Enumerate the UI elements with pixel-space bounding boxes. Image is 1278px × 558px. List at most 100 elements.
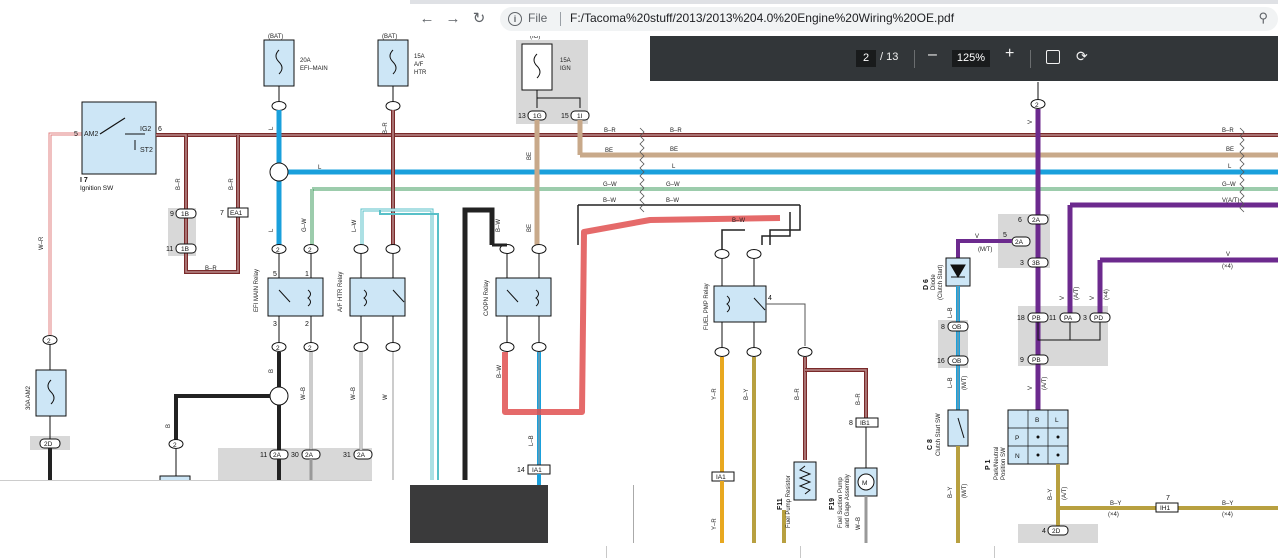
label-x4-1: (×4) <box>1222 264 1233 270</box>
label-br-5: B–R <box>604 128 616 134</box>
conn-ia1-b: IA1 <box>716 474 726 481</box>
efi-relay-conn-1: 2 <box>276 247 280 254</box>
bottom-divider <box>994 546 995 558</box>
pump-name2: and Gage Assembly <box>845 474 851 528</box>
wire-wr <box>48 132 82 335</box>
overlay-divider <box>633 485 634 543</box>
ign-pin5: 5 <box>74 131 78 138</box>
label-l-3: L <box>269 228 275 232</box>
label-by-2: B–Y <box>948 487 954 498</box>
pin-30: 30 <box>291 452 299 459</box>
right-conn-2: 2 <box>1035 102 1039 109</box>
zoom-out-button[interactable]: – <box>928 46 937 63</box>
label-v-2: V <box>975 234 979 240</box>
label-v-4: V <box>1060 296 1066 300</box>
label-w: W <box>383 394 389 400</box>
pin-5-a: 5 <box>1003 232 1007 239</box>
page-number-input[interactable]: 2 <box>856 50 876 67</box>
reload-icon[interactable]: ↻ <box>472 10 486 27</box>
label-bw-2: B–W <box>603 198 616 204</box>
ign-name: Ignition SW <box>80 185 114 192</box>
diode-ref: D 6 <box>923 279 930 290</box>
copn-relay <box>495 277 552 317</box>
label-br-1: B–R <box>176 178 182 190</box>
conn-2a-4: 2A <box>1032 217 1041 224</box>
pin-6-a: 6 <box>1018 217 1022 224</box>
address-separator <box>560 12 561 26</box>
fpr-pin4: 4 <box>768 295 772 302</box>
conn-pb-2: PB <box>1032 357 1041 364</box>
label-wb-2: W–B <box>351 387 357 400</box>
ign-ig2-label: IG2 <box>140 126 151 133</box>
label-v-5: V <box>1090 296 1096 300</box>
bottom-divider <box>606 546 607 558</box>
label-x4-4: (×4) <box>1222 512 1233 518</box>
pin-7-b: 7 <box>1166 495 1170 502</box>
conn-2d-right: 2D <box>1052 528 1061 535</box>
am2-2d-conn: 2D <box>44 441 53 448</box>
overlay-window-fragment <box>410 485 548 543</box>
conn-2a-2: 2A <box>305 452 314 459</box>
pin-8-a: 8 <box>849 420 853 427</box>
zoom-in-button[interactable]: + <box>1005 45 1015 62</box>
label-be-r: BE <box>1226 147 1234 153</box>
rotate-icon[interactable]: ⟳ <box>1076 48 1088 64</box>
efi-relay-name: EFI MAIN Relay <box>254 269 260 312</box>
pin-3-a: 3 <box>1020 260 1024 267</box>
pin-3-b: 3 <box>1083 315 1087 322</box>
am2-pin2-conn: 2 <box>47 338 51 345</box>
af-htr-relay <box>349 277 406 317</box>
conn-1b-top: 1B <box>181 211 189 218</box>
resistor-name: Fuel Pump Resistor <box>786 475 792 528</box>
pin-9-b: 9 <box>1020 357 1024 364</box>
fit-page-icon[interactable] <box>1046 50 1060 64</box>
pin-13: 13 <box>518 113 526 120</box>
zoom-level-input[interactable]: 125% <box>952 50 990 67</box>
label-v-at: V(A/T) <box>1222 198 1239 204</box>
efi-fuse-source: (BAT) <box>268 34 283 40</box>
efi-relay-conn-2: 2 <box>308 247 312 254</box>
label-gw-m: G–W <box>666 182 680 188</box>
label-v-1: V <box>1028 120 1034 124</box>
zoom-icon[interactable]: ⚲ <box>1258 10 1268 25</box>
conn-2a-3: 2A <box>357 452 366 459</box>
wire-ig2-br-inner <box>156 134 239 273</box>
page-total: / 13 <box>880 51 899 63</box>
ign-fuse-name: IGN <box>560 66 571 72</box>
efi-relay-pin3: 3 <box>273 321 277 328</box>
pin-18: 18 <box>1017 315 1025 322</box>
pump-ref: F19 <box>829 498 836 510</box>
label-yr-1: Y–R <box>712 388 718 400</box>
back-icon[interactable]: ← <box>419 10 435 27</box>
label-lw: L–W <box>352 219 358 232</box>
efi-fuse-amp: 20A <box>300 58 311 64</box>
efi-main-relay <box>267 277 324 317</box>
label-yr-2: Y–R <box>712 518 718 530</box>
fuel-pump-resistor <box>793 461 817 501</box>
label-br-3: B–R <box>205 266 217 272</box>
af-fuse-source: (BAT) <box>382 34 397 40</box>
diode-name: Diode <box>931 274 937 290</box>
conn-2a-1: 2A <box>273 452 282 459</box>
bottom-divider <box>800 546 801 558</box>
label-x4-3: (×4) <box>1108 512 1119 518</box>
pin-15: 15 <box>561 113 569 120</box>
label-at-3: (A/T) <box>1062 487 1068 500</box>
copn-relay-name: C/OPN Relay <box>484 280 490 316</box>
info-icon[interactable]: i <box>508 12 522 26</box>
b-conn-2: 2 <box>173 442 177 449</box>
url-text[interactable]: F:/Tacoma%20stuff/2013/2013%204.0%20Engi… <box>570 11 955 25</box>
label-br-r: B–R <box>1222 128 1234 134</box>
efi-fuse-name: EFI–MAIN <box>300 66 328 72</box>
label-x4-2: (×4) <box>1104 289 1110 300</box>
label-l-2: L <box>318 165 322 171</box>
bottom-strip <box>410 543 1278 558</box>
forward-icon[interactable]: → <box>445 10 461 27</box>
label-l-m: L <box>672 164 676 170</box>
label-by-4: B–Y <box>1110 501 1121 507</box>
conn-pa: PA <box>1064 315 1073 322</box>
label-br-7: B–R <box>856 393 862 405</box>
address-bar[interactable]: i File F:/Tacoma%20stuff/2013/2013%204.0… <box>500 7 1278 31</box>
fuse-am2-label: 30A AM2 <box>26 385 32 410</box>
